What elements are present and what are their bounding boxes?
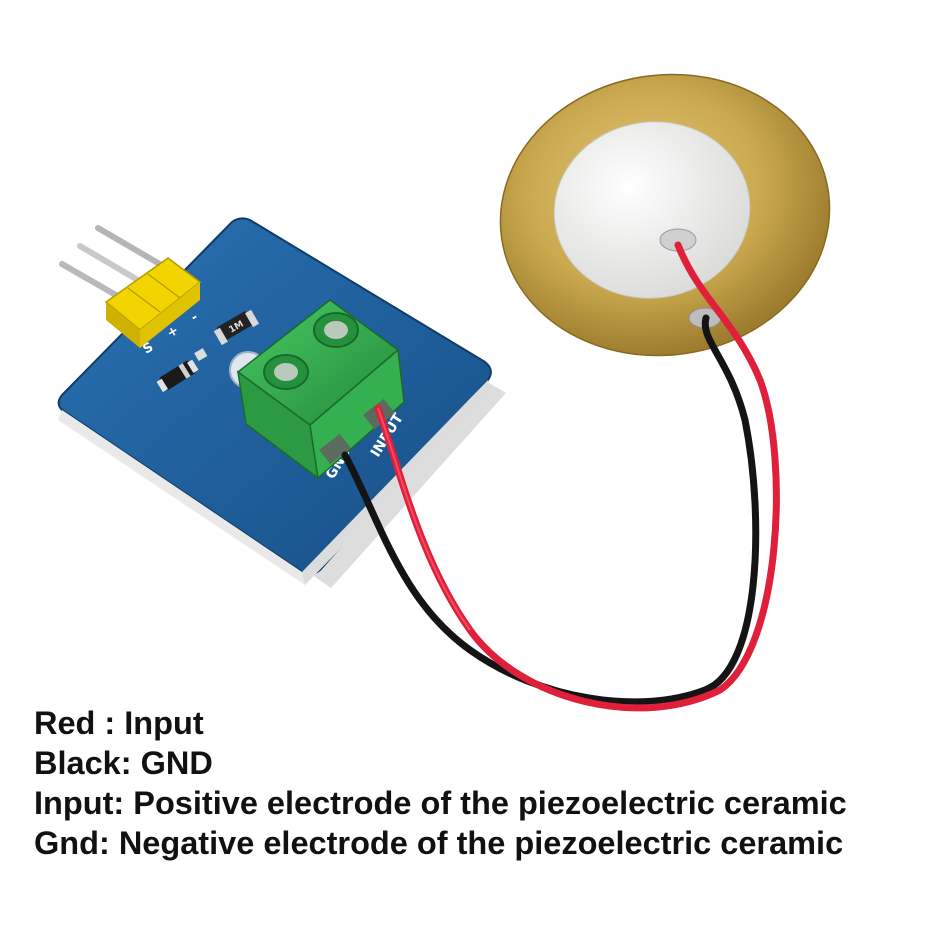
smd-diode bbox=[156, 359, 199, 393]
caption-line-red: Red : Input bbox=[34, 705, 204, 741]
screw-terminal-block bbox=[236, 299, 405, 480]
caption-line-gnd: Gnd: Negative electrode of the piezoelec… bbox=[34, 825, 844, 861]
caption-line-black: Black: GND bbox=[34, 745, 213, 781]
caption-block: Red : Input Black: GND Input: Positive e… bbox=[34, 703, 847, 863]
ceramic-element bbox=[553, 121, 751, 299]
piezo-disc bbox=[499, 73, 831, 357]
pin-header bbox=[59, 225, 202, 348]
caption-line-input: Input: Positive electrode of the piezoel… bbox=[34, 785, 847, 821]
wires bbox=[341, 241, 780, 712]
black-wire bbox=[341, 314, 760, 706]
smd-resistor: 1M bbox=[213, 309, 260, 346]
